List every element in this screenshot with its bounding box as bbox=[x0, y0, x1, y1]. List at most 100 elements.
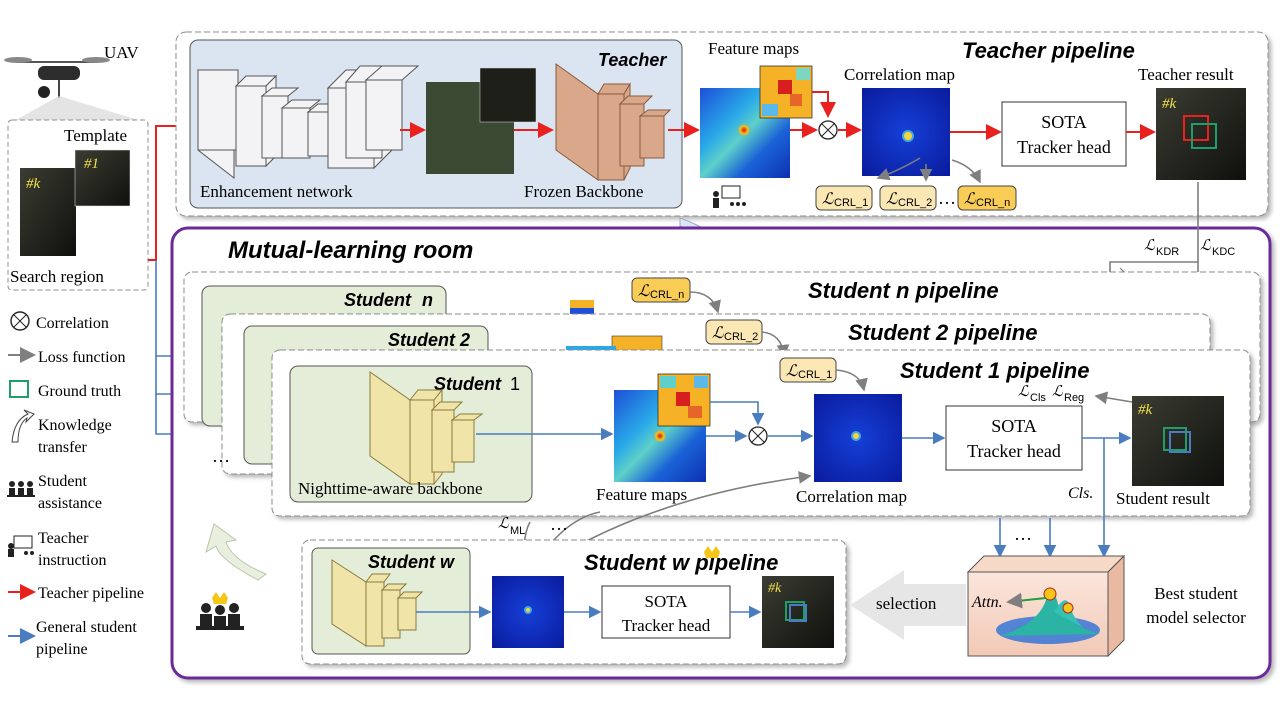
nighttime-backbone-blocks bbox=[369, 371, 484, 486]
teacher-head-line-2: Tracker head bbox=[1017, 137, 1111, 157]
search-region-label: Search region bbox=[10, 267, 104, 286]
teacher-correlation-label: Correlation map bbox=[844, 65, 955, 84]
teacher-result-image bbox=[1156, 88, 1246, 180]
legend-teacher-pipeline: Teacher pipeline bbox=[8, 584, 144, 602]
teacher-pipeline-title: Teacher pipeline bbox=[962, 38, 1135, 63]
student-w-pred-box bbox=[789, 604, 807, 622]
teacher-correlation-icon bbox=[818, 120, 838, 140]
legend-ti-label-2: instruction bbox=[38, 552, 106, 569]
teacher-result-label: Teacher result bbox=[1138, 65, 1234, 84]
student-2-crl-sub: CRL_2 bbox=[724, 331, 758, 343]
teacher-feature-hotspot bbox=[736, 122, 752, 138]
student-w-head-line-2: Tracker head bbox=[622, 616, 711, 635]
student-1-crl-arrow bbox=[835, 369, 868, 392]
student-1-head-line-1: SOTA bbox=[991, 416, 1037, 436]
student-assistance-icon bbox=[7, 481, 35, 497]
student-w-result-tag: #k bbox=[768, 581, 782, 596]
legend-loss-label: Loss function bbox=[38, 349, 126, 366]
l-ml-L: ℒ bbox=[498, 516, 510, 532]
legend-gsp-label-2: pipeline bbox=[36, 641, 88, 658]
search-tag: #k bbox=[26, 176, 41, 192]
student-1-crl-L: ℒ bbox=[786, 363, 798, 380]
ground-truth-icon bbox=[9, 380, 29, 398]
legend-sa-label-1: Student bbox=[38, 473, 87, 490]
knowledge-transfer-icon bbox=[11, 409, 35, 443]
legend-kt-label-1: Knowledge bbox=[38, 417, 112, 434]
l-reg-L: ℒ bbox=[1052, 384, 1064, 400]
crl-arrow-n bbox=[951, 159, 981, 184]
student-assistance-arrow bbox=[205, 523, 268, 581]
student-1-head-line-2: Tracker head bbox=[967, 441, 1061, 461]
teacher-tracker-head bbox=[1001, 101, 1127, 167]
template-label: Template bbox=[64, 126, 127, 145]
legend-gsp-label-1: General student bbox=[36, 619, 137, 636]
l-kdr-sub: KDR bbox=[1156, 246, 1179, 258]
l-ml-sub: ML bbox=[510, 525, 525, 537]
teacher-correlation-peak bbox=[902, 130, 914, 142]
frozen-backbone-blocks bbox=[555, 63, 672, 181]
loss-crl-1-L: ℒ bbox=[822, 191, 834, 208]
l-kdc-L: ℒ bbox=[1200, 238, 1212, 254]
template-image bbox=[74, 149, 131, 207]
teacher-feature-zoom bbox=[759, 65, 813, 119]
best-student-selector bbox=[966, 554, 1126, 658]
ml-ellipsis: … bbox=[550, 514, 568, 534]
student-1-correlation-icon bbox=[748, 426, 768, 446]
student-1-correlation-label: Correlation map bbox=[796, 487, 907, 506]
student-1-correlation-peak bbox=[851, 431, 861, 441]
student-1-cls-label: Cls. bbox=[1068, 485, 1093, 502]
student-1-crl-sub: CRL_1 bbox=[798, 369, 832, 381]
loss-crl-2-sub: CRL_2 bbox=[898, 197, 932, 209]
student-1-title: Student 1 pipeline bbox=[900, 358, 1089, 383]
student-1-result-loss-arrow bbox=[1094, 391, 1133, 405]
legend-teacher-instruction: Teacher instruction bbox=[8, 530, 106, 569]
enhancement-network-blocks bbox=[197, 65, 420, 180]
teacher-result-box bbox=[1183, 115, 1209, 141]
template-tag: #1 bbox=[84, 156, 99, 172]
student-1-tracker-head bbox=[945, 405, 1083, 471]
l-kdr-L: ℒ bbox=[1144, 238, 1156, 254]
student-n-crl-sub: CRL_n bbox=[650, 289, 684, 301]
teacher-feature-maps-label: Feature maps bbox=[708, 39, 799, 58]
student-w-title: Student w pipeline bbox=[584, 550, 778, 575]
teacher-box-label: Teacher bbox=[598, 50, 667, 70]
student-n-label: Student bbox=[344, 290, 412, 310]
frozen-backbone-label: Frozen Backbone bbox=[524, 182, 643, 201]
student-assistance-badge bbox=[196, 592, 244, 630]
l-kdc-sub: KDC bbox=[1212, 246, 1235, 258]
legend-loss: Loss function bbox=[8, 347, 126, 366]
loss-crl-2-student: ℒ CRL_2 bbox=[705, 319, 763, 345]
selector-attn-label: Attn. bbox=[971, 594, 1003, 611]
distillation-losses: ℒ KDR ℒ KDC bbox=[1144, 238, 1235, 258]
student-2-title: Student 2 pipeline bbox=[848, 320, 1037, 345]
uav-view-cone bbox=[12, 96, 145, 122]
l-cls-L: ℒ bbox=[1018, 384, 1030, 400]
search-image bbox=[20, 168, 76, 256]
student-n-feature-zoom bbox=[570, 300, 594, 308]
student-1-ground-truth-box bbox=[1163, 427, 1187, 451]
student-w-backbone-blocks bbox=[331, 559, 424, 647]
student-w-correlation-peak bbox=[524, 606, 532, 614]
student-w-label: Student w bbox=[368, 552, 455, 572]
selector-ellipsis: … bbox=[1014, 524, 1032, 544]
loss-crl-n-sub: CRL_n bbox=[976, 197, 1010, 209]
loss-crl-1-student: ℒ CRL_1 bbox=[779, 357, 837, 383]
l-reg-sub: Reg bbox=[1064, 392, 1084, 404]
student-1-backbone-label: Nighttime-aware backbone bbox=[298, 479, 483, 498]
student-1-result-label: Student result bbox=[1116, 489, 1210, 508]
student-1-zoom-arrow bbox=[710, 401, 765, 426]
student-n-crl-arrow bbox=[689, 291, 721, 314]
student-n-crl-L: ℒ bbox=[638, 283, 650, 300]
student-2-crl-L: ℒ bbox=[712, 325, 724, 342]
teacher-ground-truth-box bbox=[1191, 123, 1217, 149]
teacher-instruction-icon bbox=[8, 535, 34, 557]
loss-crl-2: ℒ CRL_2 bbox=[879, 185, 937, 211]
student-1-pred-box bbox=[1169, 431, 1191, 453]
loss-crl-1-sub: CRL_1 bbox=[834, 197, 868, 209]
student-n-title: Student n pipeline bbox=[808, 278, 999, 303]
teacher-loss-ellipsis: … bbox=[938, 188, 956, 208]
uav-drone-icon bbox=[4, 57, 110, 98]
legend-ground-truth: Ground truth bbox=[9, 380, 121, 400]
teacher-instruction-badge bbox=[713, 185, 746, 208]
